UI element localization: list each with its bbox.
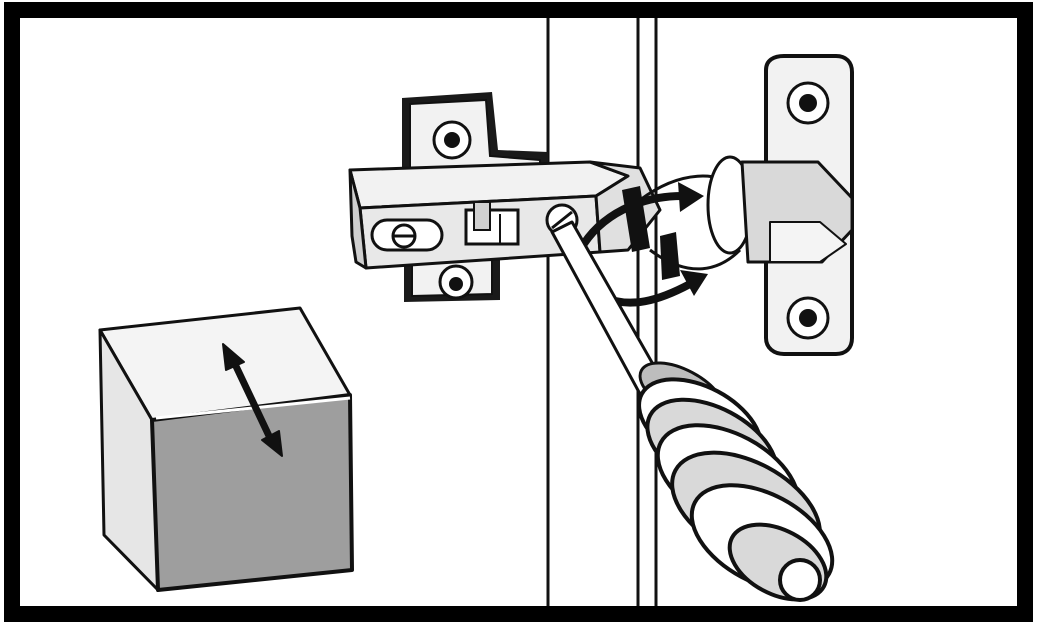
illustration-canvas (0, 0, 1037, 625)
hinge-adjustment-illustration (0, 0, 1037, 625)
